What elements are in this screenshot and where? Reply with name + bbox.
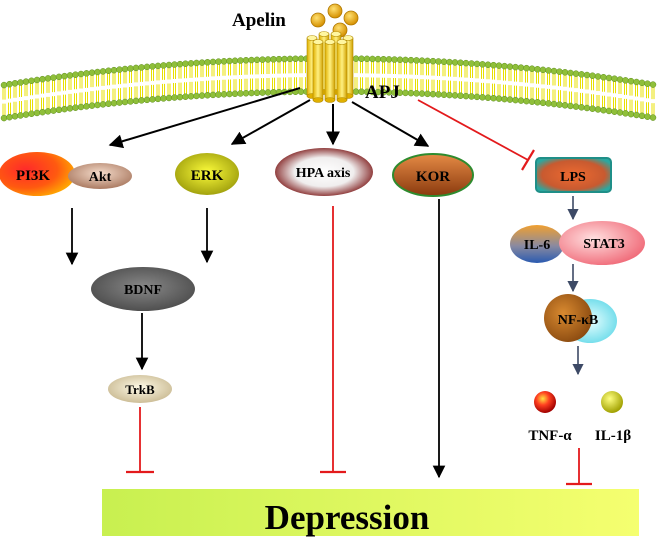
inflammation-arrows [567, 196, 584, 376]
pi3k-node [0, 152, 75, 196]
il1-beta-ball [601, 391, 623, 413]
kor-node [392, 153, 474, 197]
bdnf-label: BDNF [124, 283, 162, 298]
erk-label: ERK [191, 168, 224, 184]
bdnf-node [91, 267, 195, 311]
lps-node [535, 157, 612, 193]
nfkb-label: NF-κB [558, 313, 598, 328]
hpa-axis-label: HPA axis [296, 166, 351, 181]
pi3k-label: PI3K [16, 168, 51, 184]
apj-receptor [306, 31, 354, 103]
tnf-alpha-ball [534, 391, 556, 413]
stat3-label: STAT3 [583, 237, 625, 252]
akt-label: Akt [89, 170, 112, 185]
cell-membrane [0, 55, 657, 122]
trkb-node [108, 375, 172, 403]
kor-label: KOR [416, 169, 450, 185]
il1-beta-label: IL-1β [595, 428, 631, 444]
trkb-label: TrkB [125, 382, 155, 397]
nfkb-subunit-left [544, 294, 592, 342]
inhibition-lines [126, 99, 592, 486]
il6-label: IL-6 [524, 238, 550, 253]
tnf-alpha-label: TNF-α [528, 428, 572, 444]
erk-node [175, 153, 239, 195]
il6-node [510, 225, 564, 263]
activation-arrows [65, 87, 446, 479]
apelin-label: Apelin [232, 10, 286, 31]
apj-label: APJ [365, 82, 400, 103]
akt-node [68, 163, 132, 189]
stat3-node [559, 221, 645, 265]
lps-label: LPS [560, 170, 586, 185]
hpa-axis-node [275, 148, 373, 196]
depression-bar [102, 489, 639, 536]
depression-label: Depression [265, 498, 430, 537]
apelin-ligand-balls [310, 3, 359, 38]
